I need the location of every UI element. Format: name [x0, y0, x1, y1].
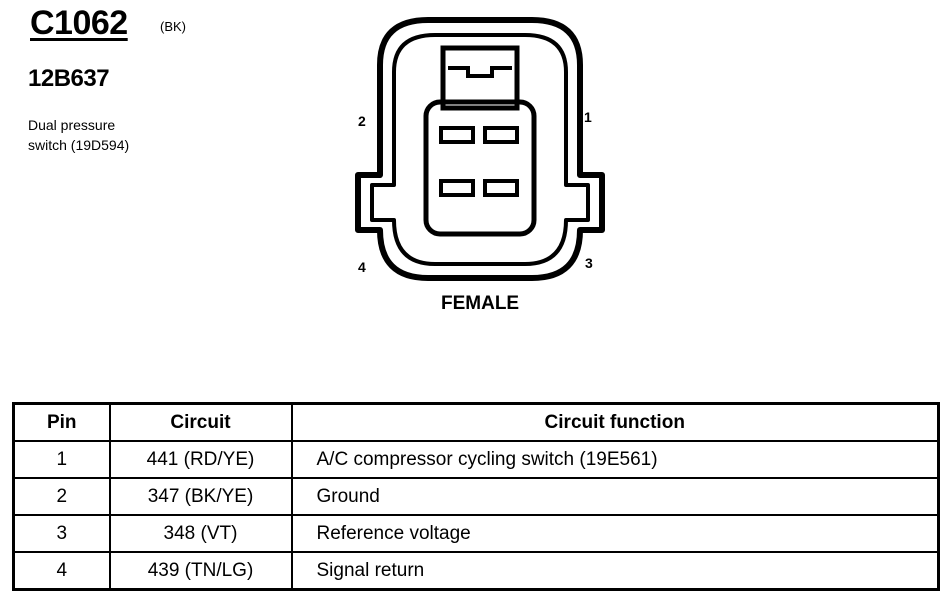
- connector-face-diagram: 2 1 4 3: [355, 17, 605, 281]
- connector-id: C1062: [30, 4, 128, 42]
- cell-circuit-function: Reference voltage: [290, 514, 940, 553]
- pin-label-3: 3: [585, 255, 593, 271]
- cell-pin: 3: [12, 514, 111, 553]
- cell-circuit-function: Ground: [290, 477, 940, 516]
- cell-circuit: 441 (RD/YE): [108, 440, 293, 479]
- part-number: 12B637: [28, 65, 110, 92]
- pin-label-2: 2: [358, 113, 366, 129]
- table-row: 3 348 (VT) Reference voltage: [12, 514, 940, 553]
- terminal-cavity-2: [439, 126, 475, 144]
- cell-circuit: 348 (VT): [108, 514, 293, 553]
- pin-circuit-table: Pin Circuit Circuit function 1 441 (RD/Y…: [12, 402, 940, 591]
- terminal-cavity-4: [439, 179, 475, 197]
- connector-description: Dual pressure switch (19D594): [28, 115, 129, 155]
- pin-label-1: 1: [584, 109, 592, 125]
- cell-pin: 2: [12, 477, 111, 516]
- cell-pin: 1: [12, 440, 111, 479]
- table-row: 2 347 (BK/YE) Ground: [12, 477, 940, 516]
- connector-color: (BK): [160, 19, 186, 34]
- table-row: 1 441 (RD/YE) A/C compressor cycling swi…: [12, 440, 940, 479]
- pin-label-4: 4: [358, 259, 366, 275]
- terminal-cavity-3: [483, 179, 519, 197]
- cell-pin: 4: [12, 551, 111, 591]
- connector-latch-notch: [448, 66, 512, 78]
- description-line-2: switch (19D594): [28, 137, 130, 153]
- cell-circuit-function: A/C compressor cycling switch (19E561): [290, 440, 940, 479]
- description-line-1: Dual pressure: [28, 117, 116, 133]
- connector-latch: [440, 45, 520, 111]
- terminal-cavity-1: [483, 126, 519, 144]
- connector-gender-label: FEMALE: [441, 293, 520, 314]
- connector-outer-housing: [355, 17, 605, 281]
- cell-circuit: 439 (TN/LG): [108, 551, 293, 591]
- table-row: 4 439 (TN/LG) Signal return: [12, 551, 940, 591]
- table-header-row: Pin Circuit Circuit function: [12, 402, 940, 442]
- connector-terminal-body: [423, 99, 537, 237]
- header-pin: Pin: [12, 402, 111, 442]
- cell-circuit: 347 (BK/YE): [108, 477, 293, 516]
- cell-circuit-function: Signal return: [290, 551, 940, 591]
- header-circuit-function: Circuit function: [290, 402, 940, 442]
- connector-inner-housing: [370, 33, 590, 266]
- header-circuit: Circuit: [108, 402, 293, 442]
